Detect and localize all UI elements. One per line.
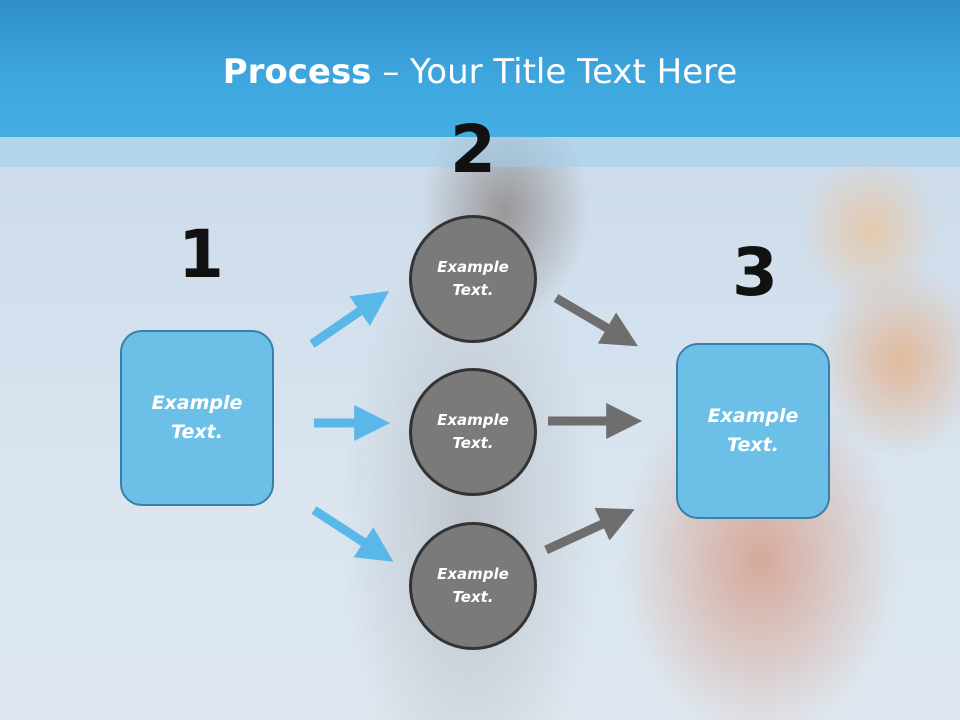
left-box-line2: Text. [171,421,223,443]
right-box-line1: Example [707,405,799,427]
step-number-1: 1 [178,216,224,293]
title-bar [0,0,960,137]
step-number-2: 2 [450,111,496,188]
slide-title: Process – Your Title Text Here [0,52,960,92]
left-box-line1: Example [151,392,243,414]
right-box-line2: Text. [727,434,779,456]
title-strip [0,137,960,167]
circle-middle-line2: Text. [452,434,494,452]
circle-bottom-line2: Text. [452,588,494,606]
title-rest: – Your Title Text Here [371,52,738,92]
step-number-3: 3 [732,234,778,311]
circle-bottom-line1: Example [437,565,509,583]
title-bold: Process [222,52,372,92]
circle-top-line1: Example [437,258,509,276]
arrow-blue-down [311,506,394,562]
arrow-blue-up [309,290,390,348]
circle-middle-line1: Example [437,411,509,429]
arrow-gray-up [553,294,638,347]
circle-top-line2: Text. [452,281,494,299]
arrow-gray-down [544,507,635,555]
